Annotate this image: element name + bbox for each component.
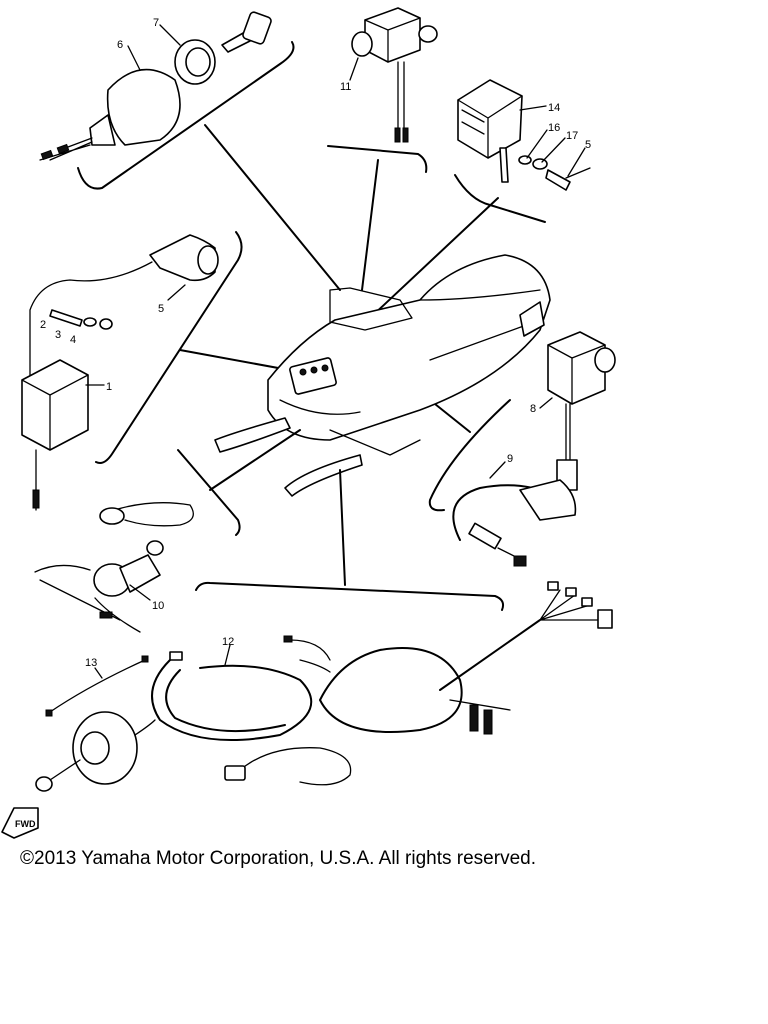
callout-5-plug: 5 [158,303,164,315]
callout-4: 4 [70,334,76,346]
callout-8: 8 [530,403,536,415]
part-13-lead-wire [45,655,149,717]
part-9-stop-switch-cable [452,479,577,567]
part-5-plug-cap [29,234,219,396]
copyright-notice: ©2013 Yamaha Motor Corporation, U.S.A. A… [20,848,536,869]
callout-9: 9 [507,453,513,465]
part-11-switch-unit [351,7,438,143]
part-7-key-switch [174,11,272,85]
group-bracket-wiring-harness [195,469,505,611]
part-1-ignition-coil [21,309,113,511]
callout-10: 10 [152,600,164,612]
callout-3: 3 [55,329,61,341]
part-12-wiring-harness [151,581,613,786]
callout-11: 11 [340,81,351,93]
part-6-switch-housing [39,68,181,161]
callout-13: 13 [85,657,97,669]
callout-14: 14 [548,102,560,114]
callout-5: 5 [585,139,591,151]
group-bracket-main-switch [77,41,341,291]
callout-6: 6 [117,39,123,51]
fwd-arrow: FWD [1,807,39,839]
part-headlight-housing [35,711,156,792]
callout-17: 17 [566,130,578,142]
group-bracket-part-8 [428,399,511,512]
callout-labels: 6 7 11 14 16 17 5 5 2 3 4 1 8 9 10 12 13 [40,17,591,679]
callout-2: 2 [40,319,46,331]
part-14-regulator [457,79,591,191]
callout-12: 12 [222,636,234,648]
snowmobile-illustration [214,254,551,497]
part-10-switch-assembly [34,502,194,633]
callout-16: 16 [548,122,560,134]
group-bracket-part-10 [177,429,301,536]
group-bracket-part-11 [327,145,428,291]
fwd-label: FWD [15,819,36,829]
callout-1: 1 [106,381,112,393]
part-8-handlebar-switch [547,331,616,491]
callout-7: 7 [153,17,159,29]
